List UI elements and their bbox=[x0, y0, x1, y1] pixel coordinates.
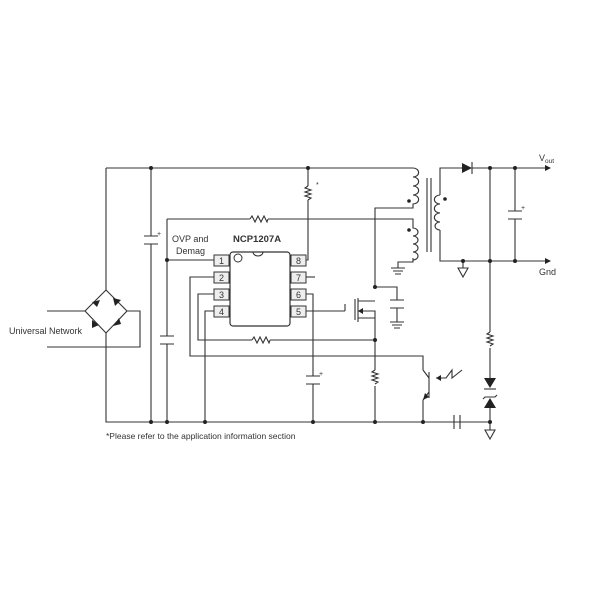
output-diode bbox=[462, 162, 473, 174]
pin-1: 1 bbox=[219, 256, 224, 266]
gnd-label: Gnd bbox=[539, 267, 556, 277]
ovp-label-line2: Demag bbox=[176, 246, 205, 256]
plus-sign: + bbox=[319, 371, 323, 378]
capacitors bbox=[144, 210, 522, 429]
pin-4: 4 bbox=[219, 307, 224, 317]
pin-5: 5 bbox=[296, 307, 301, 317]
bridge-rectifier bbox=[84, 289, 128, 334]
ic-name-label: NCP1207A bbox=[233, 234, 281, 245]
wires bbox=[47, 167, 545, 430]
junction-dots bbox=[149, 166, 517, 424]
feedback-diodes bbox=[482, 378, 498, 408]
input-label: Universal Network bbox=[9, 326, 83, 336]
footnote: *Please refer to the application informa… bbox=[106, 431, 296, 441]
plus-sign: + bbox=[157, 231, 161, 238]
pin-6: 6 bbox=[296, 290, 301, 300]
ground-symbols bbox=[390, 267, 496, 441]
plus-sign: + bbox=[521, 205, 525, 212]
pin-8: 8 bbox=[296, 256, 301, 266]
output-arrows bbox=[545, 165, 551, 264]
star-mark: * bbox=[316, 182, 319, 189]
pin-7: 7 bbox=[296, 273, 301, 283]
ic-ncp1207a: 1 2 3 4 8 7 6 5 bbox=[213, 251, 307, 327]
mosfet bbox=[344, 298, 376, 322]
pin-2: 2 bbox=[219, 273, 224, 283]
ovp-label-line1: OVP and bbox=[172, 234, 208, 244]
transformer bbox=[407, 167, 447, 261]
optocoupler-transistor bbox=[422, 368, 463, 401]
vout-label: Vout bbox=[539, 153, 554, 165]
pin-3: 3 bbox=[219, 290, 224, 300]
resistors bbox=[249, 185, 495, 385]
